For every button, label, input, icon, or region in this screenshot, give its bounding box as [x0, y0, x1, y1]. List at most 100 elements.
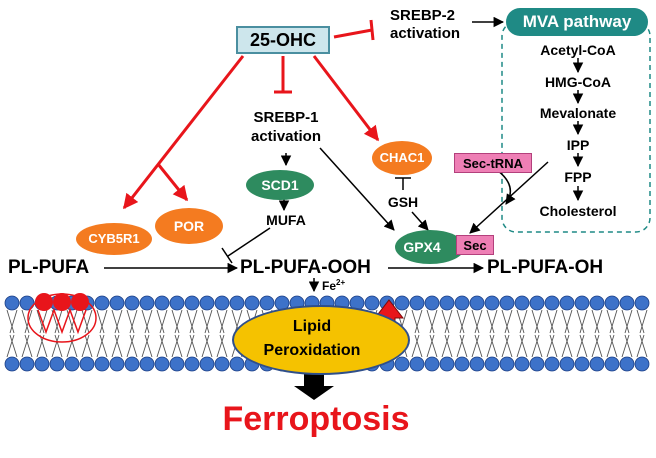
por-oval: [155, 208, 223, 244]
srebp1-to-gpx4: [319, 147, 395, 231]
membrane-head-top-27: [394, 295, 410, 311]
membrane-tail-41: [606, 309, 618, 358]
membrane-tail-10: [141, 309, 153, 358]
membrane-head-bottom-5: [64, 356, 80, 372]
to-ferroptosis-arrow: [294, 374, 334, 400]
red-edges: [122, 19, 380, 210]
gpx4-oval: [395, 230, 465, 264]
membrane-tail-12: [171, 309, 183, 358]
membrane-tail-38: [561, 309, 573, 358]
ohc-activates-chac1: [312, 55, 380, 142]
membrane-tail-32: [471, 309, 483, 358]
membrane-head-bottom-3: [34, 356, 50, 372]
membrane-tail-6: [81, 309, 93, 358]
membrane-head-bottom-7: [94, 356, 110, 372]
membrane-head-bottom-38: [559, 356, 575, 372]
membrane-head-top-37: [544, 295, 560, 311]
membrane-tail-14: [201, 309, 213, 358]
membrane-tail-7: [96, 309, 108, 358]
membrane-tail-11: [156, 309, 168, 358]
chac1-label: CHAC1: [379, 150, 425, 165]
membrane-head-top-40: [589, 295, 605, 311]
membrane-head-bottom-29: [424, 356, 440, 372]
sec-label: Sec: [463, 237, 487, 253]
sec-trna-to-gpx4: [496, 169, 516, 205]
membrane-head-bottom-11: [154, 356, 170, 372]
membrane-head-top-1: [4, 295, 20, 311]
membrane-tail-42: [621, 309, 633, 358]
membrane-head-bottom-9: [124, 356, 140, 372]
membrane-head-top-11: [154, 295, 170, 311]
srebp2-activation-label: SREBP-2 activation: [390, 7, 461, 42]
mufa-label: MUFA: [266, 212, 306, 228]
fe-ion-label: Fe2+: [322, 279, 345, 293]
membrane-tail-30: [441, 309, 453, 358]
membrane-head-top-12: [169, 295, 185, 311]
membrane-head-bottom-27: [394, 356, 410, 372]
membrane-head-top-14: [199, 295, 215, 311]
membrane-tail-34: [501, 309, 513, 358]
srebp1-activation-label: SREBP-1 activation: [250, 109, 322, 145]
por-label: POR: [173, 218, 205, 234]
membrane-head-bottom-32: [469, 356, 485, 372]
membrane-tail-9: [126, 309, 138, 358]
mufa-inhibits-ooh: [227, 227, 271, 257]
membrane-head-bottom-34: [499, 356, 515, 372]
membrane-head-bottom-36: [529, 356, 545, 372]
membrane-tail-16: [231, 309, 243, 358]
black-edges: [104, 16, 549, 293]
membrane-head-top-17: [244, 295, 260, 311]
mva-step-cholesterol: Cholesterol: [539, 203, 617, 219]
membrane-head-bottom-30: [439, 356, 455, 372]
membrane-tail-35: [516, 309, 528, 358]
sec-box: Sec: [456, 235, 494, 255]
inhibit-bar-mufa: [221, 247, 233, 264]
membrane-head-top-39: [574, 295, 590, 311]
membrane-head-bottom-14: [199, 356, 215, 372]
membrane-tail-39: [576, 309, 588, 358]
membrane-head-bottom-13: [184, 356, 200, 372]
membrane-tail-28: [411, 309, 423, 358]
mva-step-acetyl-coa: Acetyl-CoA: [540, 42, 616, 58]
oxidized-lipid-cluster: [27, 293, 97, 343]
membrane-head-top-25: [364, 295, 380, 311]
membrane-head-bottom-42: [619, 356, 635, 372]
scd1-oval: [246, 170, 314, 200]
membrane-head-bottom-10: [139, 356, 155, 372]
membrane-tail-27: [396, 309, 408, 358]
membrane-tail-3: [36, 309, 48, 358]
branch-to-por: [156, 163, 189, 202]
membrane-head-top-7: [94, 295, 110, 311]
membrane-head-top-38: [559, 295, 575, 311]
membrane-tail-13: [186, 309, 198, 358]
membrane-head-top-32: [469, 295, 485, 311]
mva-pathway-title: MVA pathway: [506, 8, 648, 36]
sec-trna-label: Sec-tRNA: [463, 155, 523, 171]
membrane-head-top-42: [619, 295, 635, 311]
membrane-head-top-43: [634, 295, 650, 311]
ohc-inhibits-srebp2: [333, 28, 373, 39]
pl-pufa-ooh-label: PL-PUFA-OOH: [240, 257, 371, 278]
membrane-head-bottom-41: [604, 356, 620, 372]
membrane-head-top-31: [454, 295, 470, 311]
membrane-head-top-30: [439, 295, 455, 311]
membrane-head-bottom-43: [634, 356, 650, 372]
cyb5r1-oval: [76, 223, 152, 255]
membrane-head-top-41: [604, 295, 620, 311]
node-25-ohc: 25-OHC: [236, 26, 330, 54]
membrane-tail-37: [546, 309, 558, 358]
chac1-oval: [372, 141, 432, 175]
lipid-peroxidation-label: Lipid Peroxidation: [263, 318, 361, 359]
membrane-tail-33: [486, 309, 498, 358]
membrane-head-bottom-4: [49, 356, 65, 372]
ohc-activates-cyb5r1: [122, 55, 245, 210]
pl-pufa-label: PL-PUFA: [8, 257, 90, 278]
cyb5r1-label: CYB5R1: [88, 231, 140, 246]
membrane-head-top-10: [139, 295, 155, 311]
membrane-head-top-8: [109, 295, 125, 311]
membrane-tail-43: [636, 309, 648, 358]
mva-step-mevalonate: Mevalonate: [539, 105, 617, 121]
node-25-ohc-label: 25-OHC: [249, 29, 316, 50]
oxidized-tails: [37, 307, 87, 335]
